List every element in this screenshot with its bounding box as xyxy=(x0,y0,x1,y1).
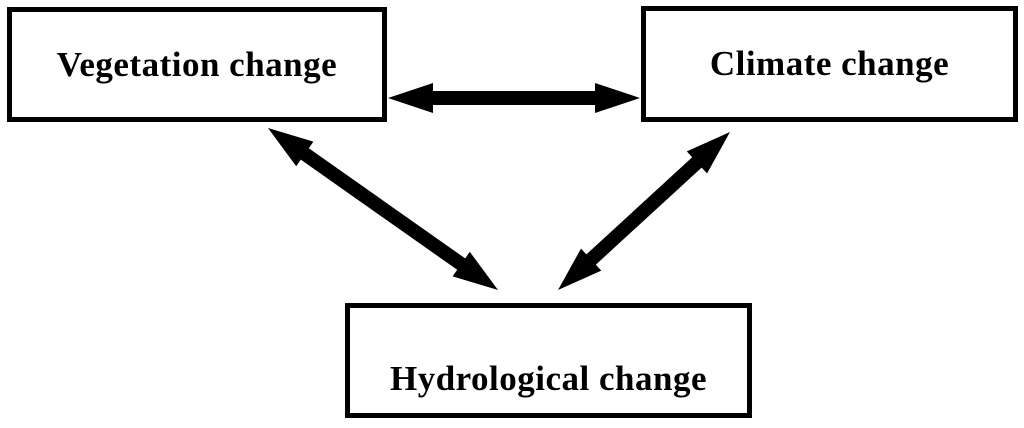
node-vegetation-change-label: Vegetation change xyxy=(56,44,338,84)
arrow-climate-hydrological xyxy=(558,132,730,290)
node-vegetation-change: Vegetation change xyxy=(7,7,387,122)
node-hydrological-change: Hydrological change xyxy=(345,303,752,418)
node-hydrological-change-label: Hydrological change xyxy=(389,358,708,398)
node-climate-change: Climate change xyxy=(641,6,1018,122)
arrow-vegetation-climate xyxy=(388,83,640,113)
node-climate-change-label: Climate change xyxy=(709,44,950,83)
arrow-vegetation-hydrological xyxy=(268,128,498,290)
